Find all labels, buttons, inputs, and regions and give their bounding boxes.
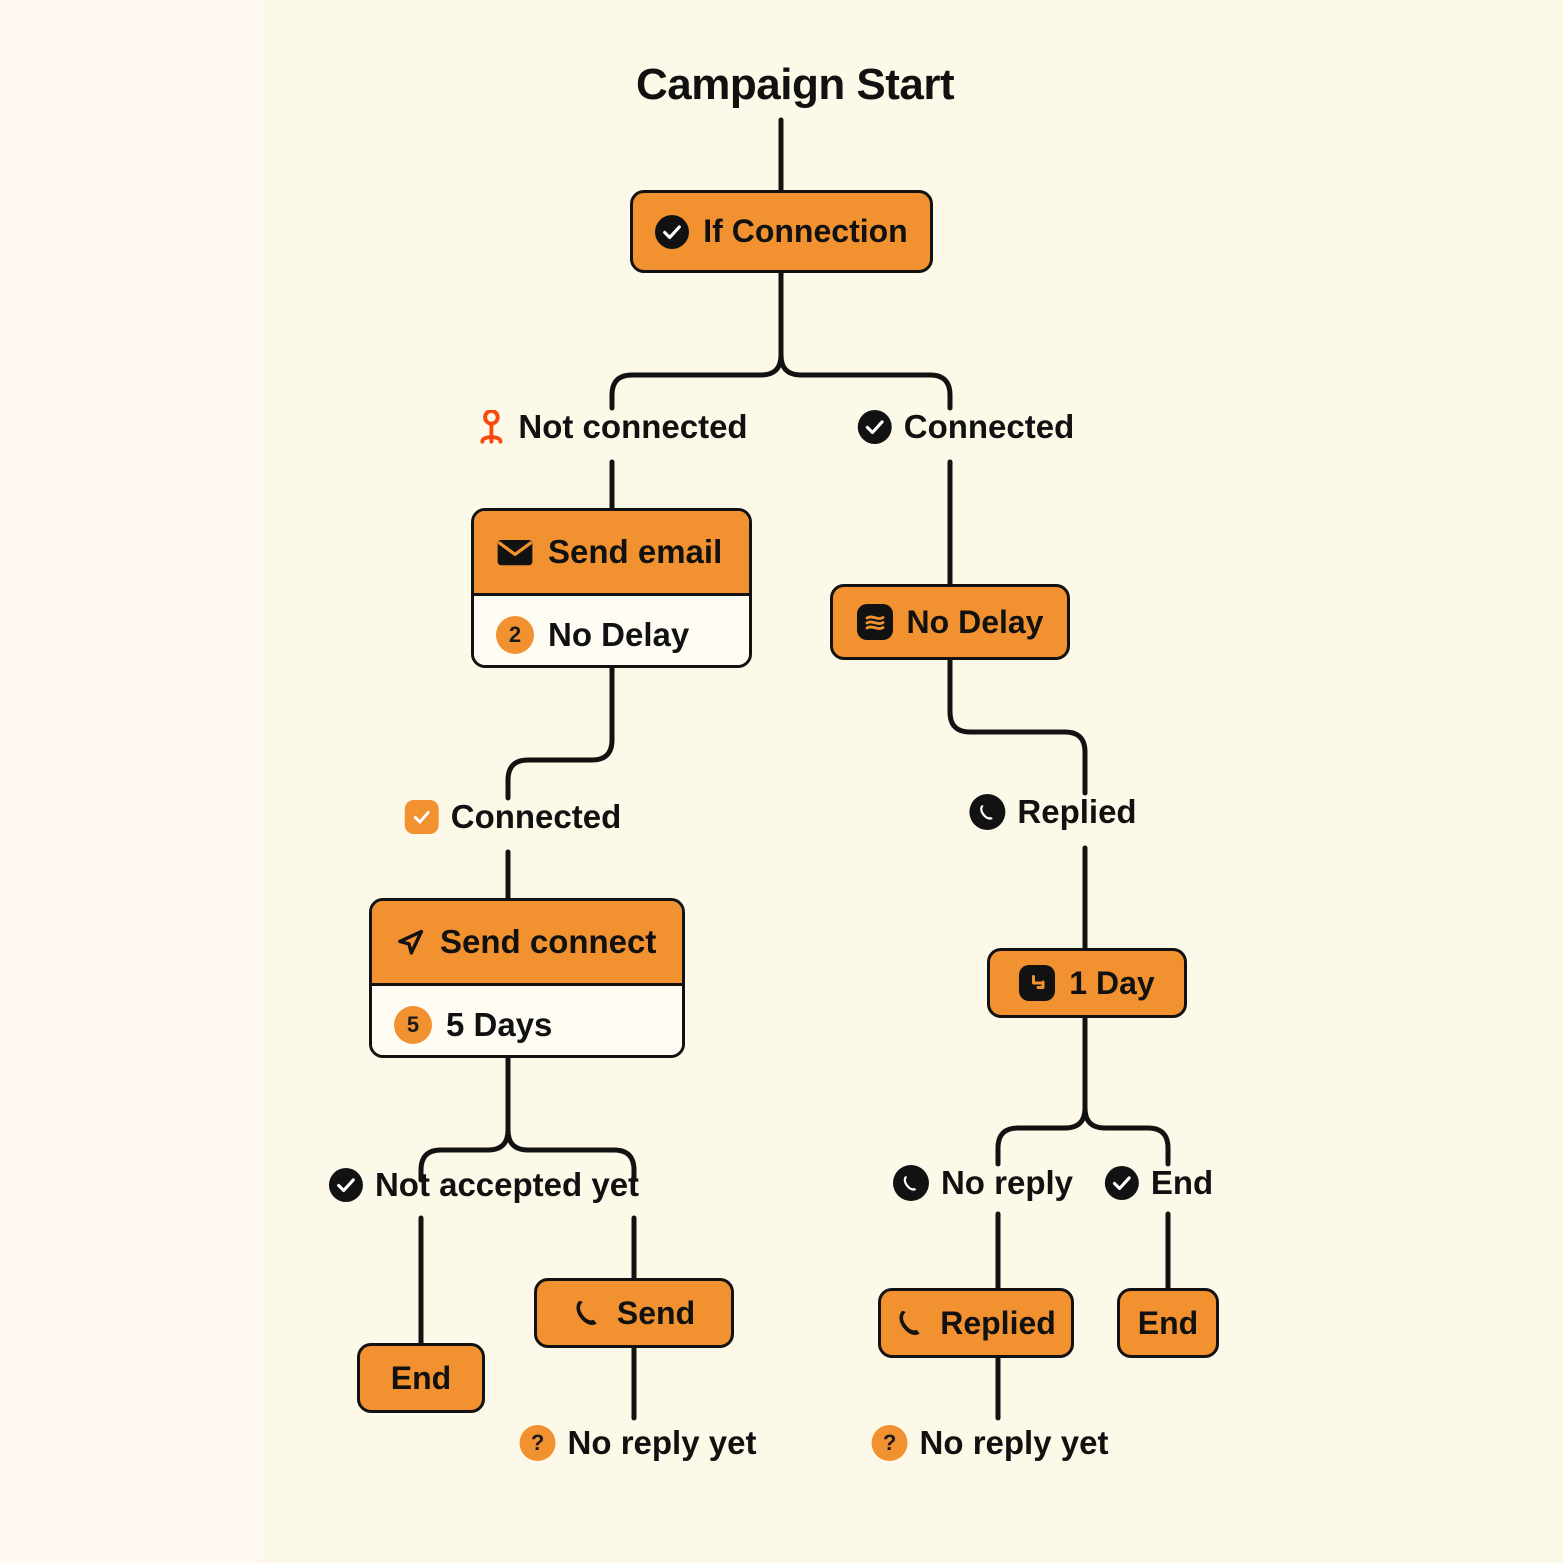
mail-icon — [496, 537, 534, 567]
card-header-label: Send email — [548, 533, 723, 570]
card-send-connect[interactable]: Send connect 5 5 Days — [369, 898, 685, 1058]
page-title: Campaign Start — [636, 60, 955, 109]
node-label: Replied — [940, 1304, 1056, 1341]
branch-no-reply-yet-right[interactable]: ? No reply yet — [871, 1424, 1109, 1462]
card-delay-label: 5 Days — [446, 1006, 553, 1043]
card-delay-row[interactable]: 2 No Delay — [474, 596, 749, 665]
circle-check-icon — [857, 410, 892, 444]
node-end-right[interactable]: End — [1117, 1288, 1219, 1358]
step-count-badge: 2 — [496, 616, 534, 654]
node-end-left[interactable]: End — [357, 1343, 485, 1413]
branch-not-accepted-yet[interactable]: Not accepted yet — [328, 1166, 640, 1204]
step-delay-icon — [1019, 965, 1056, 1001]
question-badge-icon: ? — [871, 1425, 908, 1461]
branch-connected-left[interactable]: Connected — [404, 798, 622, 836]
node-label: 1 Day — [1069, 964, 1155, 1001]
branch-label: Replied — [1017, 793, 1137, 830]
node-no-delay[interactable]: No Delay — [830, 584, 1070, 660]
checkbox-checked-icon — [404, 800, 439, 834]
card-send-email[interactable]: Send email 2 No Delay — [471, 508, 752, 668]
step-count-badge: 5 — [394, 1006, 432, 1044]
branch-not-connected[interactable]: Not connected — [476, 408, 748, 446]
phone-icon — [896, 1307, 926, 1339]
circle-phone-icon — [969, 794, 1006, 830]
branch-label: End — [1150, 1164, 1214, 1201]
branch-label: Not connected — [518, 408, 748, 445]
delay-icon — [856, 604, 893, 640]
phone-icon — [573, 1297, 603, 1329]
node-label: No Delay — [906, 603, 1044, 640]
circle-check-icon — [1104, 1166, 1139, 1200]
branch-no-reply[interactable]: No reply — [892, 1164, 1074, 1202]
branch-no-reply-yet-left[interactable]: ? No reply yet — [519, 1424, 757, 1462]
node-label: End — [1137, 1304, 1199, 1341]
circle-check-icon — [655, 214, 690, 249]
card-delay-label: No Delay — [548, 616, 690, 653]
circle-check-icon — [328, 1168, 363, 1202]
person-alert-icon — [476, 410, 506, 444]
node-if-connection[interactable]: If Connection — [630, 190, 933, 273]
question-badge-icon: ? — [519, 1425, 556, 1461]
branch-label: No reply yet — [567, 1424, 757, 1461]
node-one-day[interactable]: 1 Day — [987, 948, 1187, 1018]
branch-label: Connected — [450, 798, 622, 835]
card-delay-row[interactable]: 5 5 Days — [372, 986, 682, 1055]
node-label: Send — [616, 1294, 696, 1331]
paper-plane-icon — [394, 926, 426, 958]
branch-end[interactable]: End — [1104, 1164, 1214, 1202]
node-label: End — [390, 1359, 452, 1396]
branch-label: No reply yet — [919, 1424, 1109, 1461]
circle-phone-icon — [892, 1165, 929, 1201]
branch-connected-right[interactable]: Connected — [857, 408, 1075, 446]
node-label: If Connection — [703, 213, 908, 249]
branch-label: Connected — [903, 408, 1075, 445]
card-header[interactable]: Send email — [474, 511, 749, 596]
branch-label: Not accepted yet — [374, 1166, 640, 1203]
node-replied[interactable]: Replied — [878, 1288, 1074, 1358]
node-send[interactable]: Send — [534, 1278, 734, 1348]
card-header[interactable]: Send connect — [372, 901, 682, 986]
card-header-label: Send connect — [440, 923, 657, 960]
branch-label: No reply — [940, 1164, 1074, 1201]
branch-replied[interactable]: Replied — [969, 793, 1137, 831]
